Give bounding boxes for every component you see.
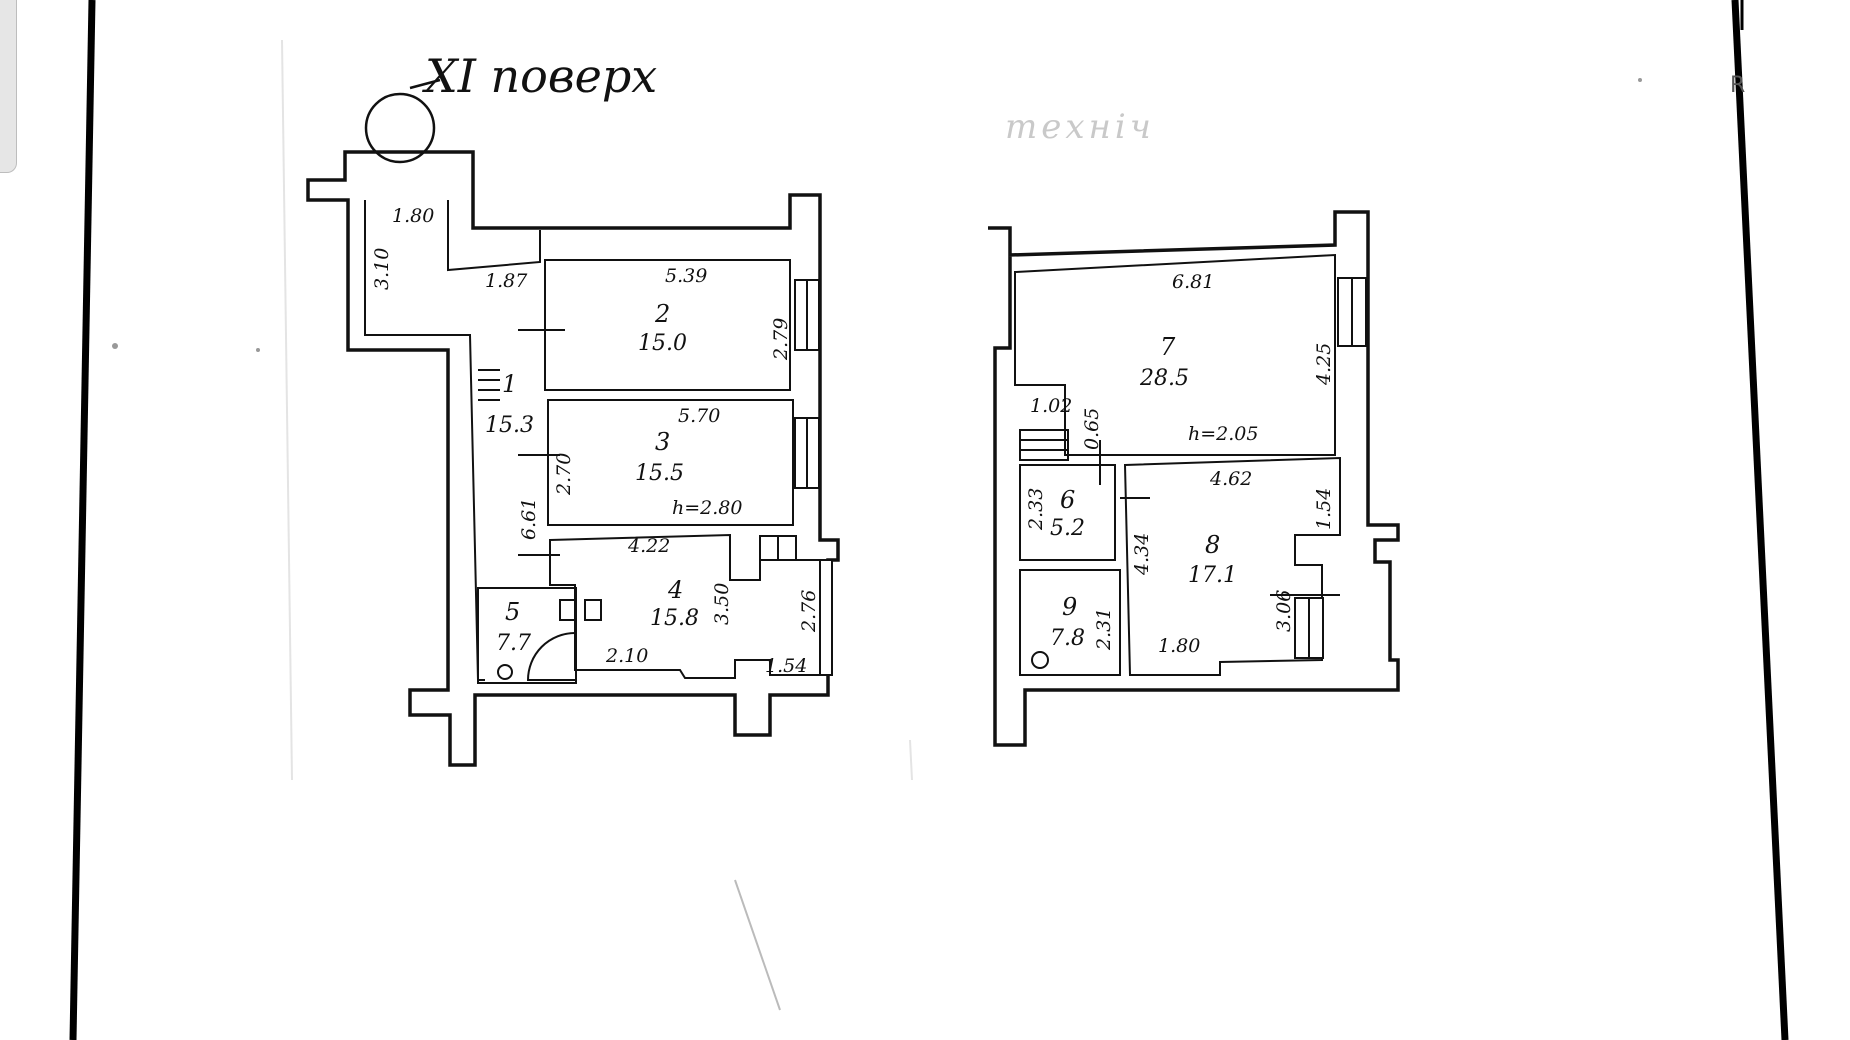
dim-room2-depth: 2.79 [770, 318, 792, 361]
dim-room7-width: 6.81 [1172, 271, 1214, 293]
dim-room4-depth: 3.50 [711, 583, 733, 625]
room-9-number: 9 [1062, 593, 1077, 621]
left-inner-top-wall [447, 200, 541, 272]
room-5-drain [497, 664, 513, 680]
right-outer-wall [988, 210, 1400, 747]
left-outer-wall [306, 150, 840, 767]
dim-hall-segment: 6.61 [518, 498, 540, 540]
dim-stair-width: 1.02 [1030, 395, 1072, 417]
room-6-number: 6 [1060, 486, 1075, 514]
room-7-area: 28.5 [1139, 366, 1189, 391]
room-5-fixture [559, 599, 577, 621]
room-1-area: 15.3 [485, 413, 534, 438]
right-stair-steps [1020, 439, 1068, 451]
dim-room4-width: 4.22 [627, 535, 670, 557]
dim-stair-depth: 0.65 [1081, 408, 1103, 450]
room-7-outline [1014, 253, 1336, 456]
side-tab [0, 0, 17, 173]
room-9-area: 7.8 [1050, 626, 1085, 651]
left-inner-corridor-wall [364, 200, 485, 681]
dim-corridor-length: 3.10 [371, 248, 393, 290]
floor-title: XI поверх [422, 49, 657, 103]
room-5-area: 7.7 [496, 631, 531, 656]
scan-margin-mid [909, 739, 913, 781]
scan-speck [1638, 78, 1642, 82]
room-5-outline [477, 587, 577, 684]
right-frame-line [1731, 0, 1789, 1040]
title-underline [409, 78, 441, 90]
room-7-number: 7 [1160, 333, 1176, 361]
dim-room3-height: h=2.80 [672, 497, 742, 519]
room-4-area: 15.8 [650, 606, 699, 631]
room-3-number: 3 [655, 428, 670, 456]
room-3-area: 15.5 [635, 461, 684, 486]
left-stair-mark [478, 369, 500, 401]
dim-room7-height: h=2.05 [1188, 423, 1258, 445]
dim-corridor-width: 1.80 [392, 205, 434, 227]
room-2-outline [544, 259, 791, 391]
dim-room8-bottom: 1.80 [1158, 635, 1200, 657]
right-plan [988, 210, 1400, 747]
room-5-fixture [584, 599, 602, 621]
room-5-number: 5 [505, 598, 520, 626]
scan-streak [734, 879, 781, 1011]
right-stair [1019, 429, 1069, 461]
room-8-outline [1123, 456, 1341, 676]
dim-hall-width: 1.87 [485, 270, 528, 292]
room-3-outline [547, 399, 794, 526]
room-4-number: 4 [667, 576, 683, 604]
faded-heading: техніч [1005, 107, 1155, 147]
dim-room8-depth: 4.34 [1131, 533, 1153, 576]
dim-room3-depth: 2.70 [553, 453, 575, 496]
dim-room6-depth: 2.33 [1025, 488, 1047, 531]
left-plan [306, 150, 840, 767]
title-stamp-circle [364, 92, 436, 164]
room-1-number: 1 [502, 370, 517, 398]
room-8-area: 17.1 [1188, 563, 1237, 588]
room-2-number: 2 [654, 300, 670, 328]
left-frame-line [69, 0, 96, 1040]
window [819, 559, 833, 676]
scan-speck [112, 343, 118, 349]
corner-mark: R [1730, 73, 1745, 98]
room-9-outline [1019, 569, 1121, 676]
dim-room8-right: 3.06 [1273, 590, 1295, 632]
room-2-area: 15.0 [638, 331, 687, 356]
room-8-number: 8 [1205, 531, 1220, 559]
scan-speck [256, 348, 260, 352]
dim-room9-depth: 2.31 [1093, 608, 1115, 651]
dim-room8-width: 4.62 [1209, 468, 1252, 490]
dim-room4-bottom-right: 1.54 [765, 655, 807, 677]
dim-room3-width: 5.70 [678, 405, 720, 427]
room-9-drain [1031, 651, 1049, 669]
room-5-door-swing [526, 632, 576, 681]
dim-room2-width: 5.39 [665, 265, 707, 287]
dim-room7-depth: 4.25 [1313, 343, 1335, 386]
room-6-area: 5.2 [1050, 516, 1085, 541]
dim-room8-side: 1.54 [1313, 488, 1335, 530]
dim-room4-side: 2.76 [798, 590, 820, 633]
dim-room4-bottom-left: 2.10 [605, 645, 648, 667]
room-6-outline [1019, 464, 1116, 561]
scan-margin-left [281, 39, 293, 781]
